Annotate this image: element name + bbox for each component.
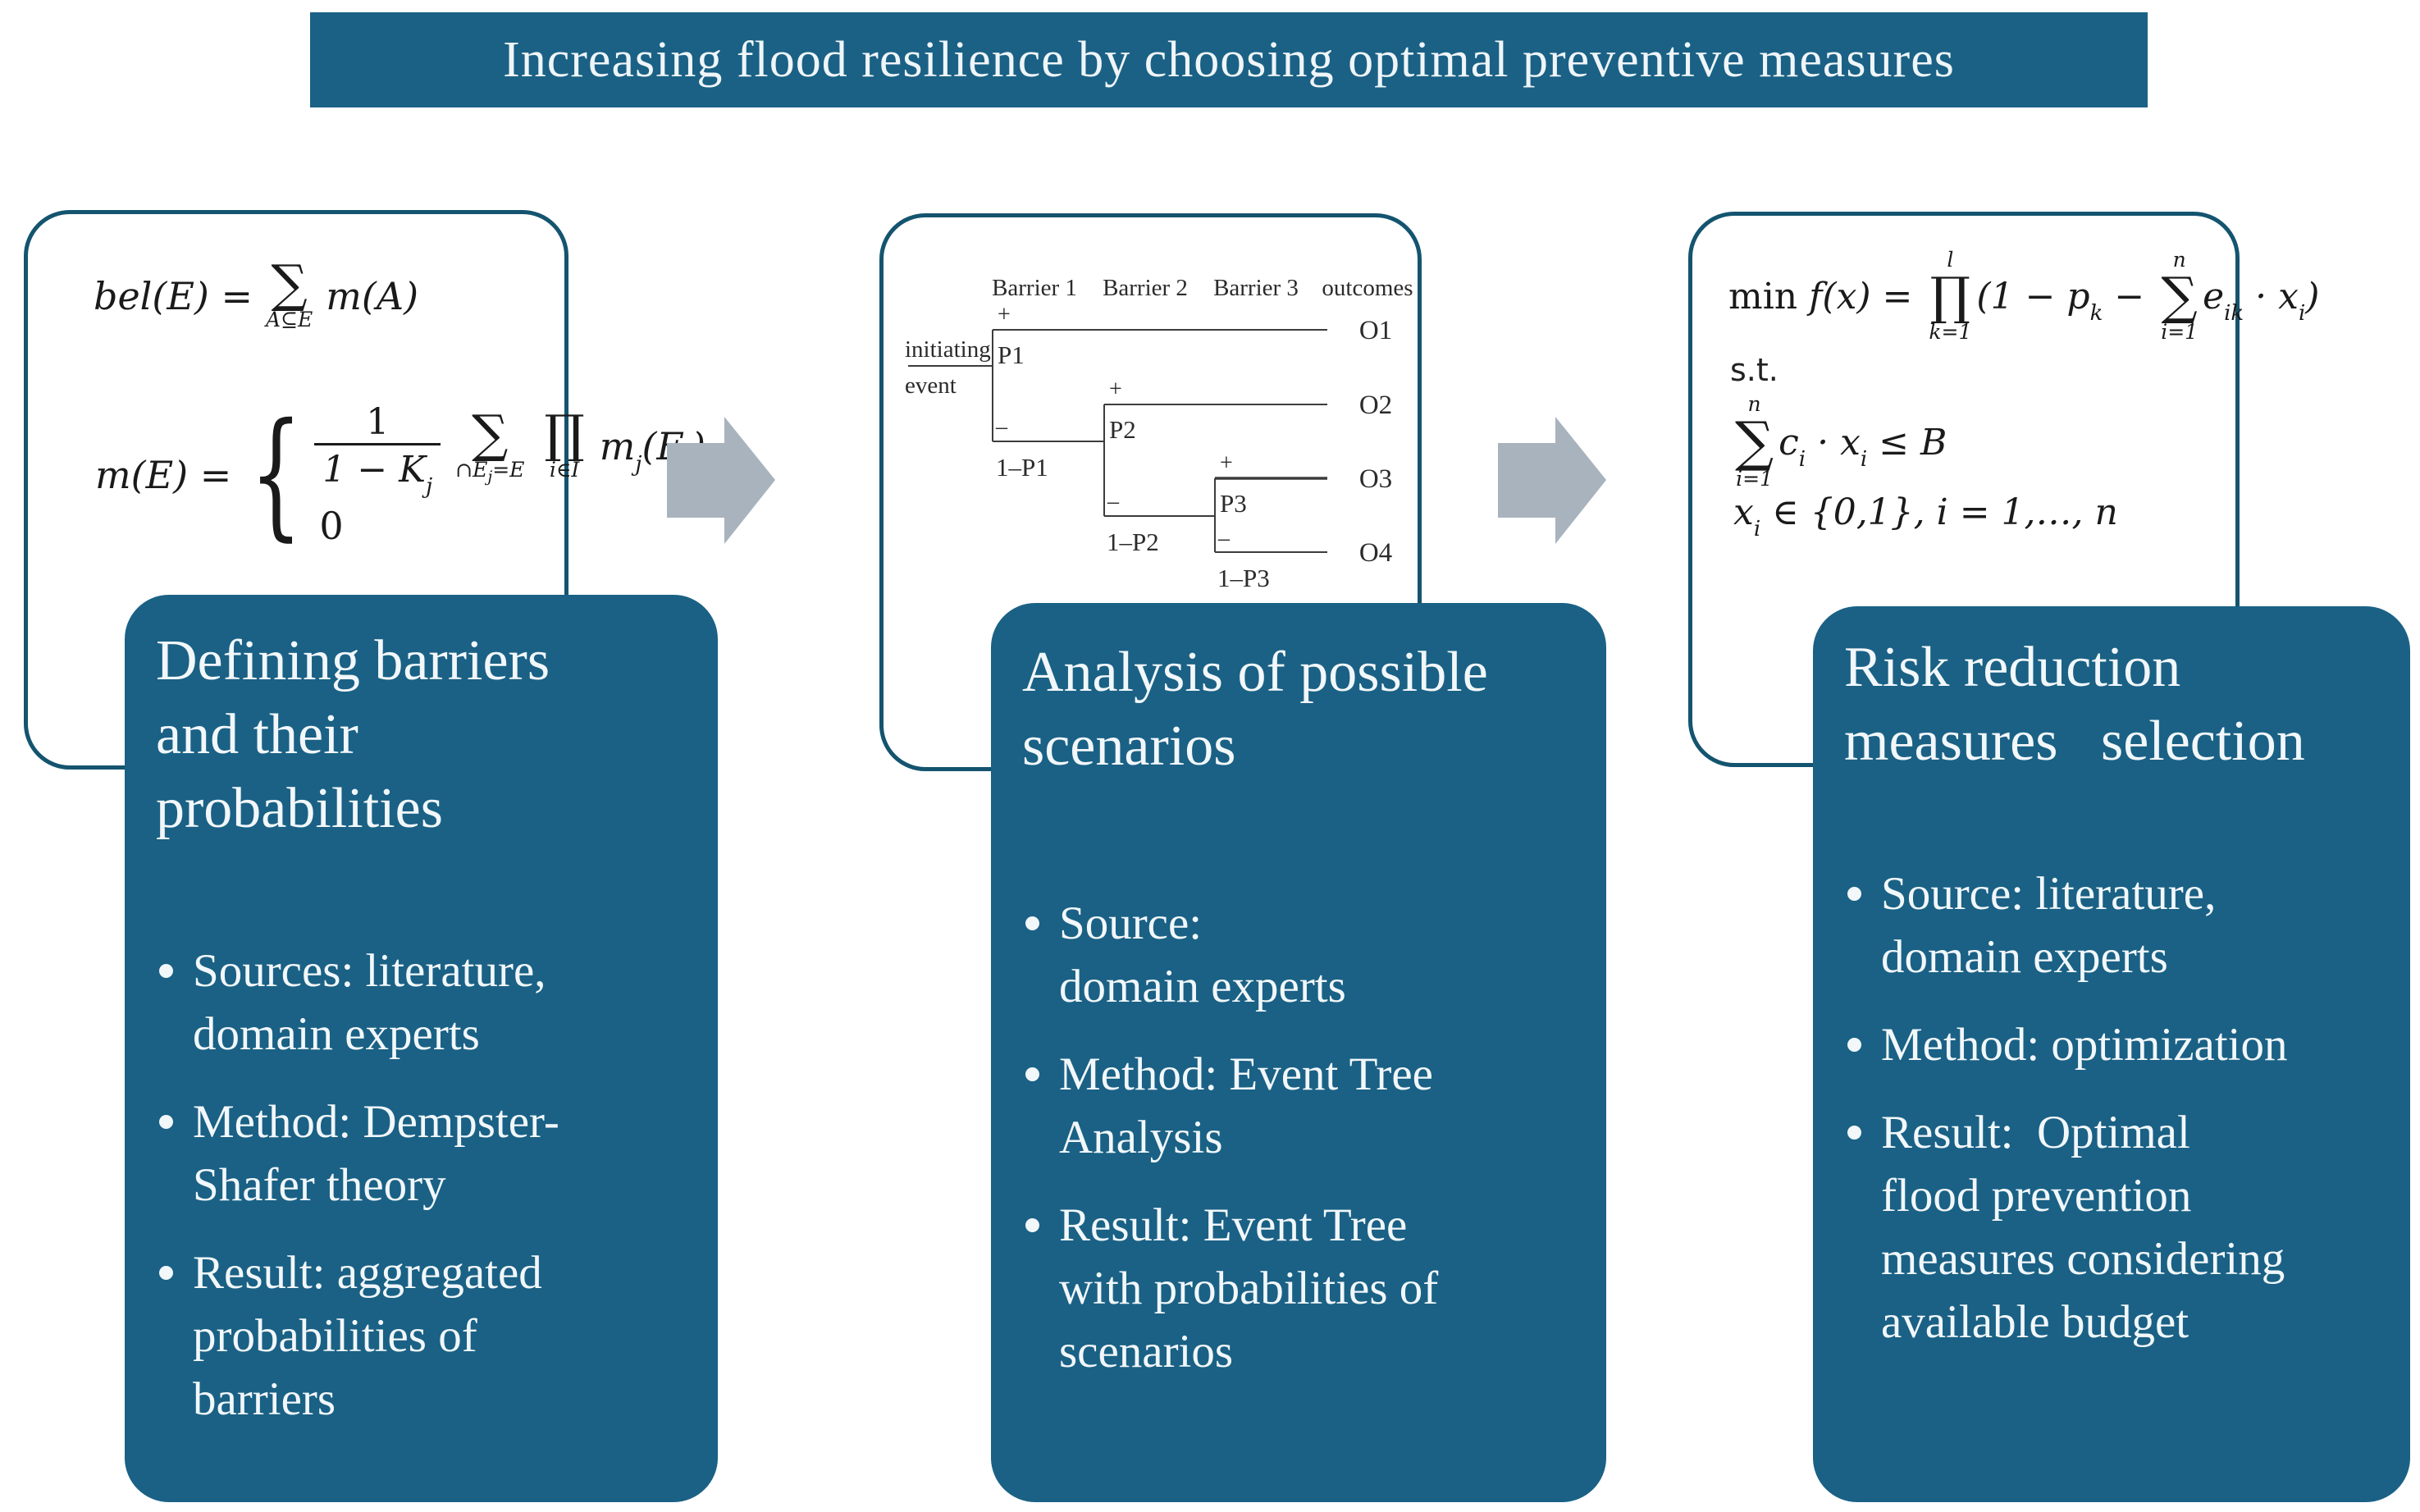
sum-subscript: ∩Ej=E [455,457,525,486]
sum-operator: n ∑ i=1 [1735,392,1774,491]
panel-title: Risk reduction measures selection [1844,636,2305,773]
probability-p3: P3 [1220,489,1247,518]
fraction: 1 1 − Kj [314,401,441,497]
bullet-dot [1847,1038,1861,1052]
panel-risk-reduction: Risk reduction measures selection Source… [1813,606,2410,1502]
case-zero: 0 [319,504,344,548]
objective-lhs: min f(x) = [1728,275,1925,317]
bullet-dot [1847,1126,1861,1140]
tree-header-outcomes: outcomes [1322,275,1413,301]
bullet-item: Result: Event Tree with probabilities of… [1025,1194,1585,1383]
product-subscript: i∈I [549,457,580,482]
mass-formula: m(E) = { 1 1 − Kj ∑ ∩Ej=E ∏ i∈I [95,394,705,555]
minus-sign: – [995,414,1008,440]
panel-title: Analysis of possible scenarios [1022,641,1488,778]
bullet-dot [1025,1218,1039,1232]
product-lower-limit: k=1 [1929,319,1972,344]
bullet-dot [1025,1067,1039,1081]
bullet-list: Sources: literature, domain experts Meth… [159,939,696,1455]
cases-brace: { [249,394,303,555]
cases-body: 1 1 − Kj ∑ ∩Ej=E ∏ i∈I mj(Ej) 0 [314,401,705,548]
panel-scenario-analysis: Analysis of possible scenarios Source: d… [991,603,1606,1502]
probability-1-p2: 1–P2 [1107,528,1159,556]
event-tree-lines [908,329,1327,553]
tree-header-barrier-1: Barrier 1 [992,275,1077,301]
budget-terms: ci · xi ≤ B [1778,421,1947,472]
tree-header-barrier-2: Barrier 2 [1103,275,1188,301]
bullet-dot [1847,887,1861,901]
bullet-list: Source: literature, domain experts Metho… [1847,862,2389,1378]
bullet-item: Source: domain experts [1025,892,1585,1018]
bullet-item: Result: aggregated probabilities of barr… [159,1241,696,1431]
sum-lower-limit: i=1 [2161,319,2199,344]
product-operator: ∏ i∈I [544,403,585,482]
event-tree: Barrier 1 Barrier 2 Barrier 3 outcomes i… [905,275,1413,592]
outcome-o4: O4 [1359,538,1392,568]
belief-formula: bel(E) = ∑ A⊆E m(A) [94,254,419,332]
plus-sign: + [998,302,1011,327]
outcome-o1: O1 [1359,316,1392,345]
outcome-o3: O3 [1359,464,1392,494]
bullet-item: Result: Optimal flood prevention measure… [1847,1101,2389,1354]
bel-lhs: bel(E) = [94,273,253,318]
flow-arrow-2 [1498,417,1606,544]
bullet-item: Method: Dempster- Shafer theory [159,1090,696,1217]
panel-defining-barriers: Defining barriers and their probabilitie… [125,595,718,1502]
budget-constraint: n ∑ i=1 ci · xi ≤ B [1730,392,1947,491]
probability-1-p3: 1–P3 [1217,564,1270,592]
objective-formula: min f(x) = l ∏ k=1 (1 − pk − n ∑ i=1 eik… [1728,248,2320,344]
flow-arrow-1 [667,417,775,544]
minus-sign: – [1217,526,1231,551]
panel-title: Defining barriers and their probabilitie… [156,629,550,840]
sum-lower-limit: i=1 [1736,467,1773,491]
product-operator: l ∏ k=1 [1929,248,1972,344]
bullet-dot [1025,916,1039,930]
bullet-dot [159,1115,173,1129]
outcome-o2: O2 [1359,391,1392,420]
title-text: Increasing flood resilience by choosing … [503,31,1955,88]
sum-subscript: A⊆E [266,307,313,331]
sum-operator: n ∑ i=1 [2161,248,2199,344]
bullet-dot [159,964,173,978]
bel-rhs: m(A) [326,273,419,318]
plus-sign: + [1109,377,1122,402]
sum-operator: ∑ A⊆E [266,254,313,331]
title-banner: Increasing flood resilience by choosing … [310,12,2148,107]
sum-upper-limit: n [2172,248,2186,272]
case-top: 1 1 − Kj ∑ ∩Ej=E ∏ i∈I mj(Ej) [314,401,705,497]
bullet-item: Method: Event Tree Analysis [1025,1043,1585,1169]
fraction-numerator: 1 [366,401,390,443]
fraction-denominator: 1 − Kj [314,443,441,497]
bullet-item: Source: literature, domain experts [1847,862,2389,989]
sum-upper-limit: n [1747,392,1761,416]
initiating-event-label: initiating [905,336,991,363]
plus-sign: + [1220,450,1233,476]
subject-to-label: s.t. [1730,352,1778,388]
bullet-dot [159,1266,173,1280]
binary-constraint: xi ∈ {0,1}, i = 1,…, n [1733,491,2118,541]
objective-term-2: eik · xi) [2203,275,2320,326]
bullet-item: Sources: literature, domain experts [159,939,696,1066]
bullet-item: Method: optimization [1847,1013,2389,1076]
probability-p1: P1 [998,340,1025,369]
bullet-list: Source: domain experts Method: Event Tre… [1025,892,1585,1408]
product-upper-limit: l [1947,248,1954,272]
tree-header-barrier-3: Barrier 3 [1213,275,1299,301]
minus-sign: – [1107,489,1120,514]
sum-operator: ∑ ∩Ej=E [455,403,525,486]
mass-lhs: m(E) = [95,452,232,497]
initiating-event-label: event [905,372,957,399]
objective-term-1: (1 − pk − [1976,275,2157,326]
probability-1-p1: 1–P1 [996,453,1048,482]
probability-p2: P2 [1109,415,1136,444]
